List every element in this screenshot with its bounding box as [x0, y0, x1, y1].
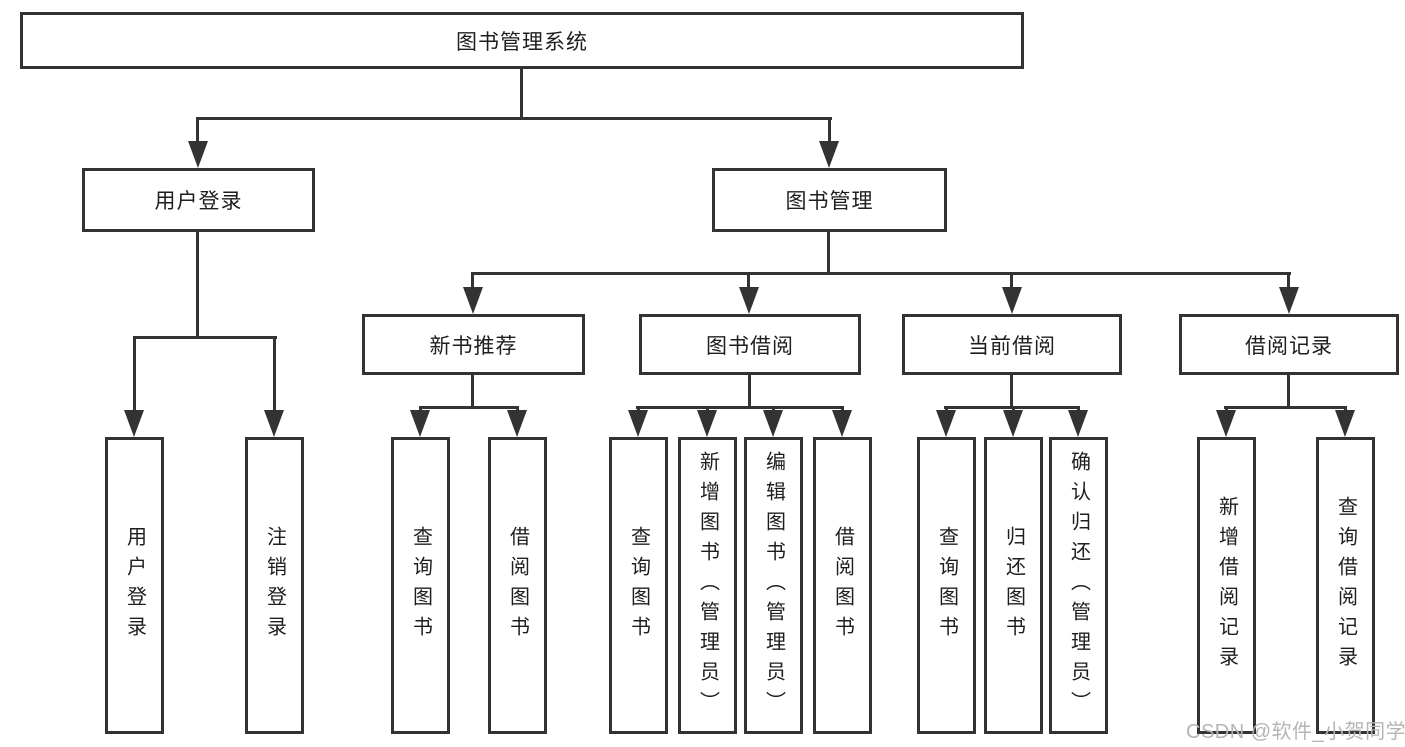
node-label: 查询借阅记录: [1334, 495, 1357, 676]
node-label: 注销登录: [263, 525, 286, 646]
arrow-down: [124, 410, 144, 437]
node-label: 图书管理: [785, 190, 874, 213]
arrow-down: [739, 287, 759, 314]
node-label: 图书管理系统: [456, 30, 588, 54]
watermark: CSDN @软件_小贺同学: [1186, 721, 1405, 743]
connector-line: [1010, 375, 1013, 409]
connector-line: [196, 117, 199, 155]
node-new-book-recommend: 新书推荐: [362, 314, 585, 375]
connector-line: [196, 232, 199, 339]
node-label: 新增借阅记录: [1215, 495, 1238, 676]
connector-line: [471, 375, 474, 409]
arrow-down: [1216, 410, 1236, 437]
node-label: 用户登录: [154, 190, 243, 213]
arrow-down: [507, 410, 527, 437]
connector-line: [1287, 375, 1290, 409]
connector-line: [471, 272, 1291, 275]
arrow-down: [188, 141, 208, 168]
leaf-query-books-recommend: 查询图书: [391, 437, 450, 734]
node-user-login: 用户登录: [82, 168, 315, 232]
arrow-down: [1068, 410, 1088, 437]
node-label: 借阅图书: [831, 525, 854, 646]
connector-line: [828, 117, 831, 155]
leaf-add-book-admin: 新增图书（管理员）: [678, 437, 737, 734]
connector-line: [133, 336, 136, 416]
leaf-borrow-books-recommend: 借阅图书: [488, 437, 547, 734]
node-label: 查询图书: [935, 525, 958, 646]
leaf-query-books-current: 查询图书: [917, 437, 976, 734]
arrow-down: [628, 410, 648, 437]
leaf-query-borrow-record: 查询借阅记录: [1316, 437, 1375, 734]
node-label: 编辑图书（管理员）: [762, 450, 785, 721]
arrow-down: [1002, 287, 1022, 314]
arrow-down: [1335, 410, 1355, 437]
leaf-query-books-borrow: 查询图书: [609, 437, 668, 734]
leaf-logout: 注销登录: [245, 437, 304, 734]
arrow-down: [1279, 287, 1299, 314]
leaf-add-borrow-record: 新增借阅记录: [1197, 437, 1256, 734]
connector-line: [133, 336, 277, 339]
arrow-down: [819, 141, 839, 168]
connector-line: [196, 117, 832, 120]
arrow-down: [936, 410, 956, 437]
connector-line: [1224, 406, 1347, 409]
node-label: 归还图书: [1002, 525, 1025, 646]
node-book-borrow: 图书借阅: [639, 314, 861, 375]
node-label: 借阅记录: [1245, 334, 1333, 358]
leaf-borrow-books: 借阅图书: [813, 437, 872, 734]
node-root: 图书管理系统: [20, 12, 1024, 69]
node-label: 用户登录: [123, 525, 146, 646]
arrow-down: [832, 410, 852, 437]
connector-line: [520, 69, 523, 118]
node-current-borrow: 当前借阅: [902, 314, 1122, 375]
arrow-down: [697, 410, 717, 437]
connector-line: [273, 336, 276, 416]
connector-line: [1010, 272, 1013, 296]
connector-line: [1287, 272, 1290, 296]
arrow-down: [463, 287, 483, 314]
node-label: 确认归还（管理员）: [1067, 450, 1090, 721]
node-label: 查询图书: [409, 525, 432, 646]
arrow-down: [1003, 410, 1023, 437]
arrow-down: [264, 410, 284, 437]
connector-line: [748, 375, 751, 409]
connector-line: [419, 406, 519, 409]
node-label: 查询图书: [627, 525, 650, 646]
leaf-confirm-return-admin: 确认归还（管理员）: [1049, 437, 1108, 734]
connector-line: [471, 272, 474, 296]
leaf-edit-book-admin: 编辑图书（管理员）: [744, 437, 803, 734]
node-book-management: 图书管理: [712, 168, 947, 232]
arrow-down: [763, 410, 783, 437]
leaf-user-login: 用户登录: [105, 437, 164, 734]
node-borrow-records: 借阅记录: [1179, 314, 1399, 375]
node-label: 当前借阅: [968, 334, 1056, 358]
connector-line: [636, 406, 844, 409]
node-label: 新书推荐: [429, 334, 518, 358]
node-label: 新增图书（管理员）: [696, 450, 719, 721]
connector-line: [747, 272, 750, 296]
connector-line: [827, 232, 830, 275]
arrow-down: [410, 410, 430, 437]
node-label: 图书借阅: [706, 334, 794, 358]
leaf-return-book: 归还图书: [984, 437, 1043, 734]
node-label: 借阅图书: [506, 525, 529, 646]
